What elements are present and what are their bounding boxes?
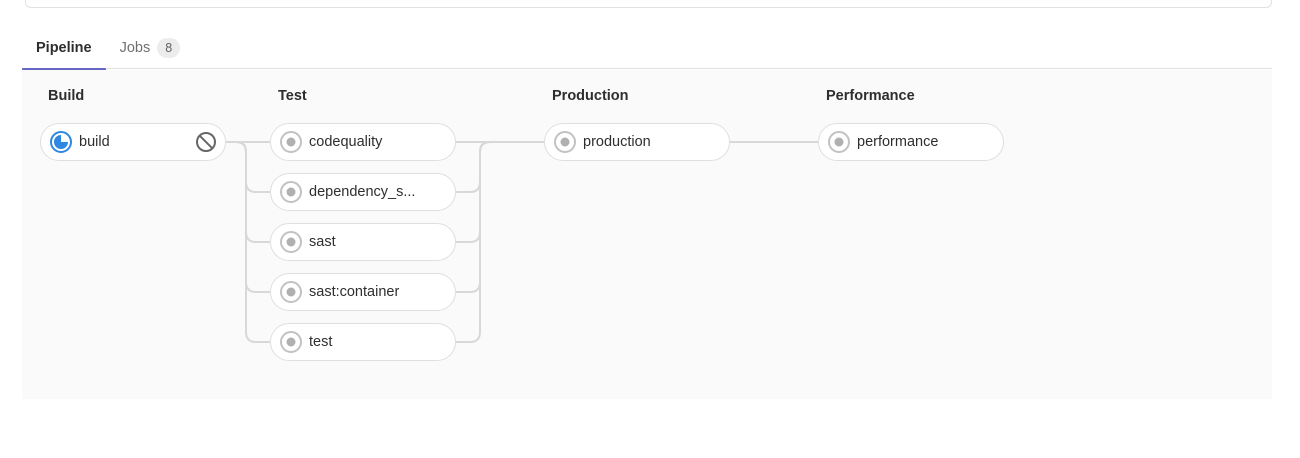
job-label: performance (857, 134, 939, 150)
job-label: sast:container (309, 284, 400, 300)
pipeline-graph: Build Test Production Performance build … (22, 70, 1272, 399)
job-build[interactable]: build (40, 123, 226, 161)
job-label: codequality (309, 134, 383, 150)
tab-jobs-label: Jobs (119, 40, 151, 56)
stage-header-performance: Performance (826, 88, 915, 104)
ban-icon (196, 132, 216, 152)
job-sast-container[interactable]: sast:container (270, 273, 456, 311)
job-label: production (583, 134, 651, 150)
stage-header-build: Build (48, 88, 85, 104)
job-performance[interactable]: performance (818, 123, 1004, 161)
status-running-icon (50, 131, 72, 153)
status-created-icon (280, 131, 302, 153)
status-created-icon (828, 131, 850, 153)
job-production[interactable]: production (544, 123, 730, 161)
status-created-icon (280, 231, 302, 253)
job-label: test (309, 334, 333, 350)
job-test[interactable]: test (270, 323, 456, 361)
tab-pipeline-label: Pipeline (36, 40, 92, 56)
job-label: dependency_s... (309, 184, 416, 200)
tab-pipeline[interactable]: Pipeline (22, 28, 106, 71)
job-codequality[interactable]: codequality (270, 123, 456, 161)
status-created-icon (554, 131, 576, 153)
jobs-count-badge: 8 (157, 37, 181, 59)
status-created-icon (280, 181, 302, 203)
tab-jobs[interactable]: Jobs 8 (106, 28, 195, 69)
cancel-job-button[interactable] (195, 131, 217, 153)
status-created-icon (280, 281, 302, 303)
pipeline-tabbar: Pipeline Jobs 8 (22, 28, 1272, 71)
status-created-icon (280, 331, 302, 353)
stage-header-production: Production (552, 88, 629, 104)
pipeline-connector-lines (226, 141, 818, 343)
card-bottom-edge (25, 0, 1272, 8)
job-label: sast (309, 234, 336, 250)
job-sast[interactable]: sast (270, 223, 456, 261)
job-dependency-scanning[interactable]: dependency_s... (270, 173, 456, 211)
job-label: build (79, 134, 110, 150)
stage-header-test: Test (278, 88, 307, 104)
